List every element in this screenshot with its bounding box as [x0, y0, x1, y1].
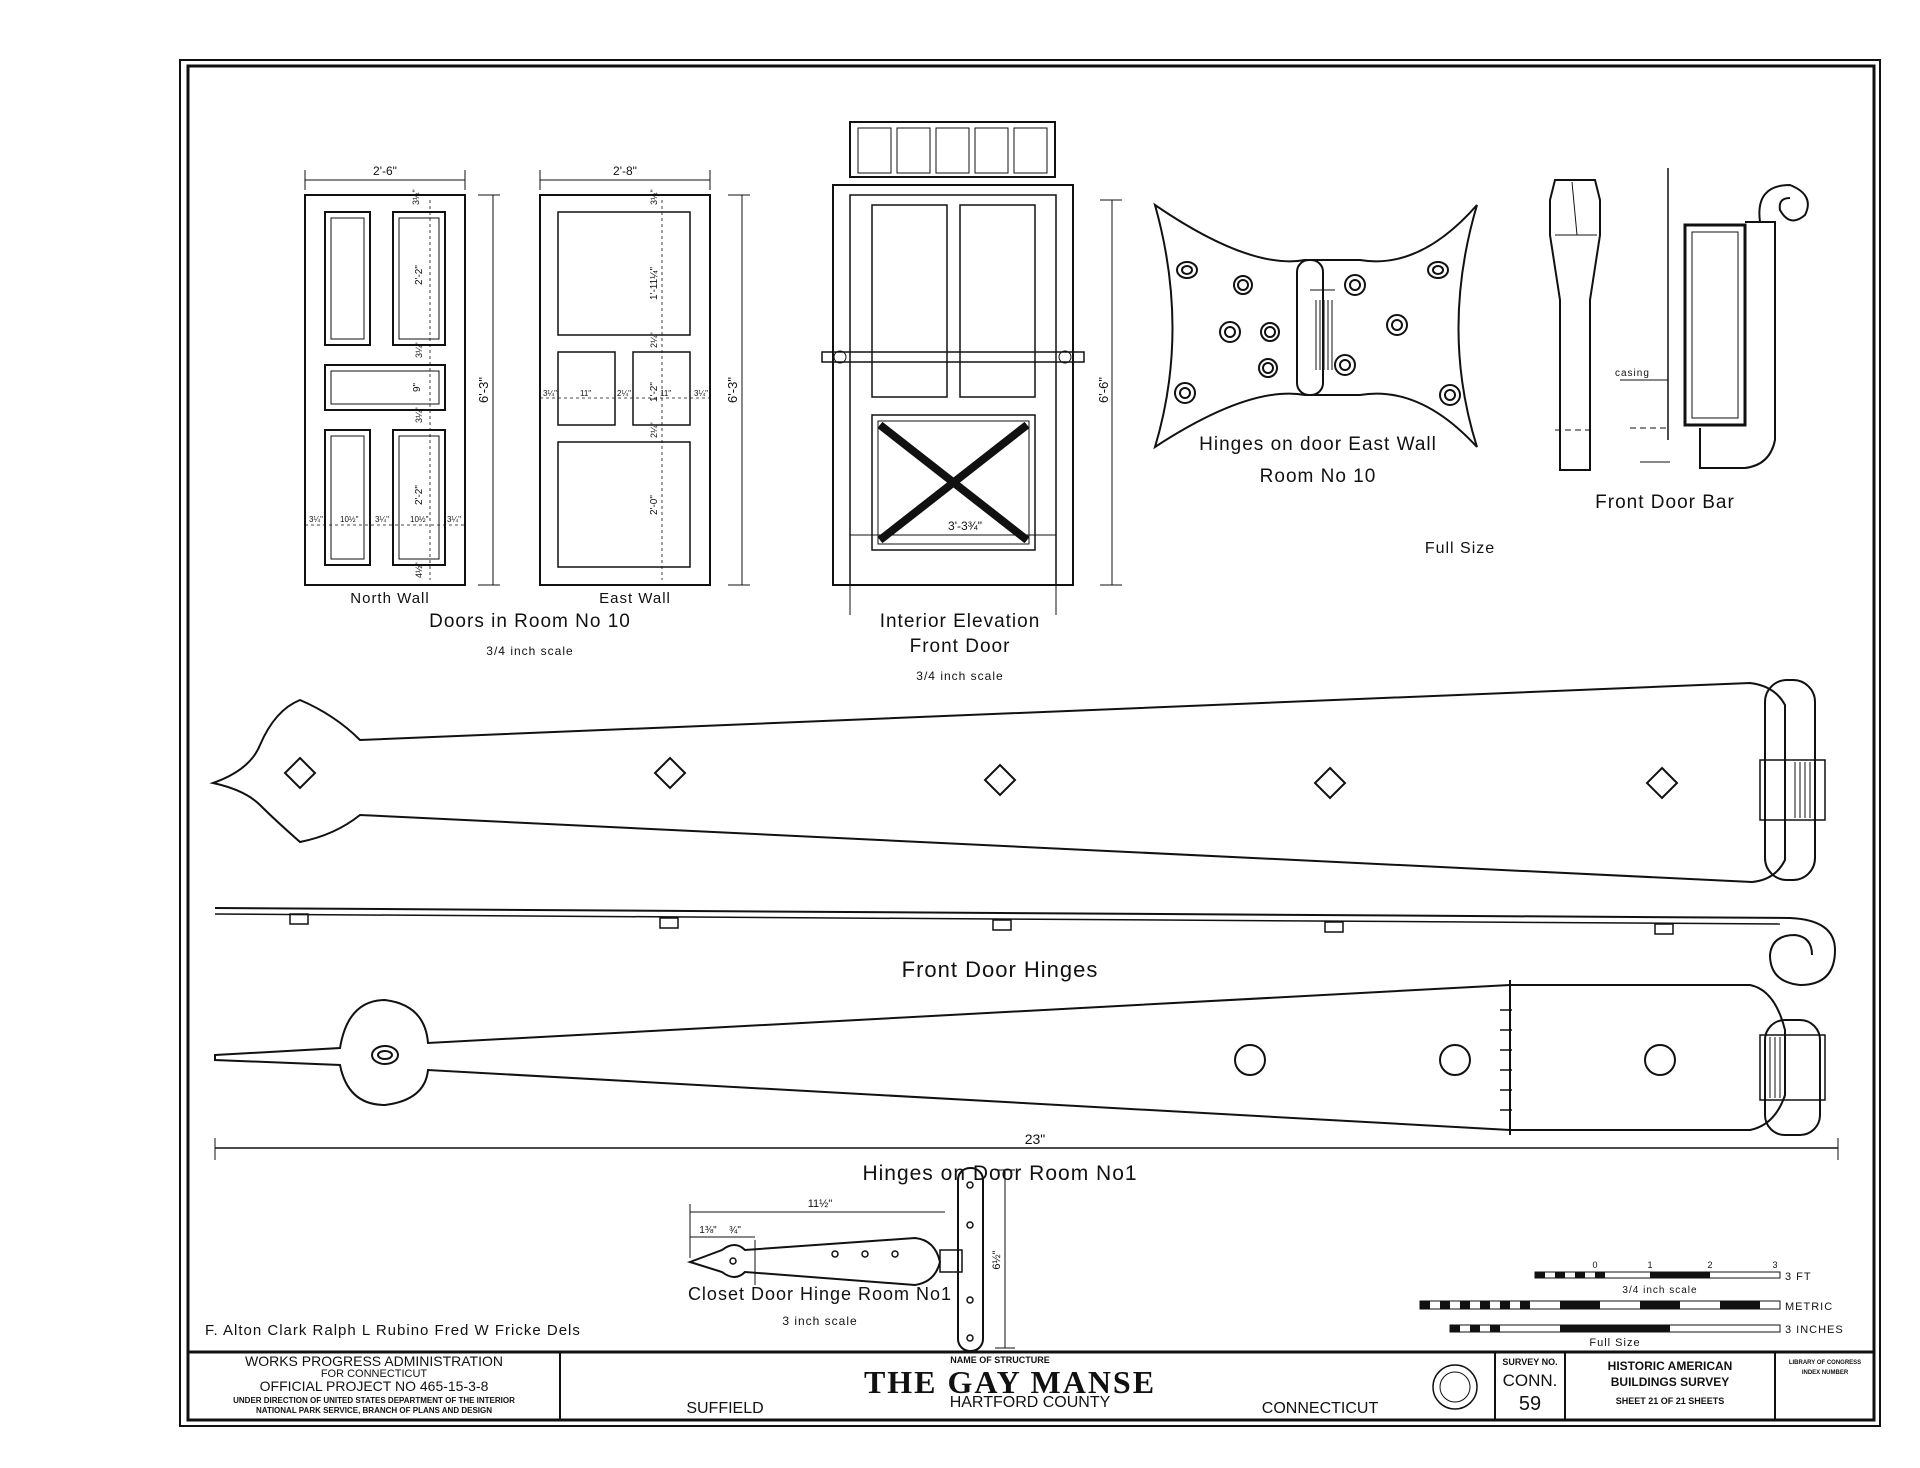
scale-tick-2: 2 — [1707, 1260, 1712, 1270]
scale-inches-label: 3 INCHES — [1785, 1324, 1844, 1336]
scale-feet-label: 3 FT — [1785, 1271, 1812, 1283]
town: SUFFIELD — [686, 1400, 763, 1417]
north-dim-4: 3¼" — [414, 407, 424, 423]
east-hinge-title-1: Hinges on door East Wall — [1199, 434, 1437, 455]
title-block — [188, 1350, 1874, 1420]
north-dim-0: 3¼" — [411, 189, 421, 205]
wpa-line-3: OFFICIAL PROJECT NO 465-15-3-8 — [260, 1378, 489, 1394]
north-wall-door — [304, 170, 500, 586]
wpa-line-1: WORKS PROGRESS ADMINISTRATION — [245, 1353, 503, 1369]
front-door-height: 6'-6" — [1096, 377, 1111, 403]
front-door-title-2: Front Door — [910, 636, 1011, 657]
east-dim-4: 2¼" — [649, 422, 659, 438]
north-bdim-3: 10½" — [410, 515, 429, 524]
east-mdim-0: 3¼" — [543, 389, 557, 398]
closet-d2: ¾" — [729, 1225, 741, 1236]
front-door-bar — [1549, 168, 1809, 471]
wpa-line-5: NATIONAL PARK SERVICE, BRANCH OF PLANS A… — [256, 1406, 492, 1415]
north-door-height: 6'-3" — [476, 377, 491, 403]
state: CONNECTICUT — [1262, 1400, 1379, 1417]
front-hinge-strap — [209, 679, 1826, 884]
north-bdim-1: 10½" — [340, 515, 359, 524]
doors-scale: 3/4 inch scale — [486, 644, 573, 658]
east-wall-door — [539, 170, 750, 586]
scale-metric-label: METRIC — [1785, 1301, 1833, 1313]
full-size-label: Full Size — [1425, 540, 1495, 557]
survey-number: 59 — [1519, 1393, 1541, 1415]
front-door-elevation — [821, 121, 1122, 615]
east-dim-3: 1'-2" — [649, 382, 660, 402]
north-wall-caption: North Wall — [350, 590, 429, 607]
loc-line-1: LIBRARY OF CONGRESS — [1789, 1360, 1861, 1366]
north-dim-3: 9" — [412, 382, 423, 392]
east-dim-1: 1'-11¼" — [648, 266, 660, 300]
loc-line-2: INDEX NUMBER — [1802, 1370, 1849, 1376]
front-door-bar-title: Front Door Bar — [1595, 492, 1735, 513]
east-door-height: 6'-3" — [725, 377, 740, 403]
east-mdim-4: 3¼" — [694, 389, 708, 398]
north-bdim-4: 3¼" — [447, 515, 461, 524]
east-mdim-2: 2¼" — [617, 389, 631, 398]
sheet-number: SHEET 21 OF 21 SHEETS — [1616, 1396, 1725, 1406]
north-dim-2: 3¼" — [414, 342, 424, 358]
front-door-hinges-title: Front Door Hinges — [902, 957, 1099, 982]
closet-height: 6½" — [991, 1250, 1003, 1269]
east-dim-0: 3¼" — [649, 189, 659, 205]
east-hinge-title-2: Room No 10 — [1260, 466, 1377, 487]
east-dim-5: 2'-0" — [649, 495, 660, 515]
east-mdim-1: 11" — [580, 389, 591, 398]
survey-no-label: SURVEY NO. — [1502, 1357, 1557, 1367]
east-mdim-3: 11" — [660, 389, 671, 398]
front-door-width: 3'-3¾" — [948, 519, 982, 533]
delineators: F. Alton Clark Ralph L Rubino Fred W Fri… — [205, 1322, 581, 1339]
closet-d1: 1⅜" — [699, 1225, 717, 1236]
north-door-width: 2'-6" — [373, 164, 397, 178]
wpa-line-2: FOR CONNECTICUT — [321, 1368, 428, 1380]
room1-hinge-length: 23" — [1025, 1131, 1046, 1147]
north-dim-1: 2'-2" — [414, 265, 425, 285]
scale-tick-1: 1 — [1647, 1260, 1652, 1270]
front-hinge-profile — [214, 907, 1837, 987]
closet-length: 11½" — [808, 1198, 833, 1210]
survey-state: CONN. — [1503, 1371, 1558, 1390]
east-wall-hinge — [1153, 202, 1478, 450]
habs-line-1: HISTORIC AMERICAN — [1608, 1359, 1733, 1373]
north-bdim-0: 3¼" — [309, 515, 323, 524]
scale-tick-3: 3 — [1772, 1260, 1777, 1270]
east-dim-2: 2¼" — [649, 332, 659, 348]
scale-full-caption: Full Size — [1589, 1337, 1640, 1349]
graphic-scales — [1419, 1271, 1781, 1333]
east-wall-caption: East Wall — [599, 590, 671, 607]
front-door-scale: 3/4 inch scale — [916, 669, 1003, 683]
outer-border — [179, 59, 1881, 1427]
room1-hinges-title: Hinges on Door Room No1 — [862, 1162, 1137, 1185]
habs-line-2: BUILDINGS SURVEY — [1611, 1375, 1729, 1389]
structure-name: THE GAY MANSE — [864, 1364, 1156, 1400]
casing-label: casing — [1615, 368, 1650, 379]
front-door-title-1: Interior Elevation — [880, 611, 1041, 632]
doors-group-title: Doors in Room No 10 — [429, 611, 631, 632]
closet-hinge-scale: 3 inch scale — [782, 1314, 857, 1328]
inner-border — [186, 64, 1876, 1422]
north-dim-5: 2'-2" — [414, 485, 425, 505]
east-door-width: 2'-8" — [613, 164, 637, 178]
scale-feet-caption: 3/4 inch scale — [1622, 1285, 1697, 1296]
county: HARTFORD COUNTY — [950, 1394, 1111, 1411]
name-of-structure-label: NAME OF STRUCTURE — [950, 1355, 1050, 1365]
north-bdim-2: 3¼" — [375, 515, 389, 524]
room1-hinge — [214, 980, 1839, 1160]
north-dim-6: 4½" — [414, 562, 424, 578]
closet-hinge-title: Closet Door Hinge Room No1 — [688, 1284, 952, 1304]
wpa-line-4: UNDER DIRECTION OF UNITED STATES DEPARTM… — [233, 1396, 515, 1405]
scale-tick-0: 0 — [1592, 1260, 1597, 1270]
